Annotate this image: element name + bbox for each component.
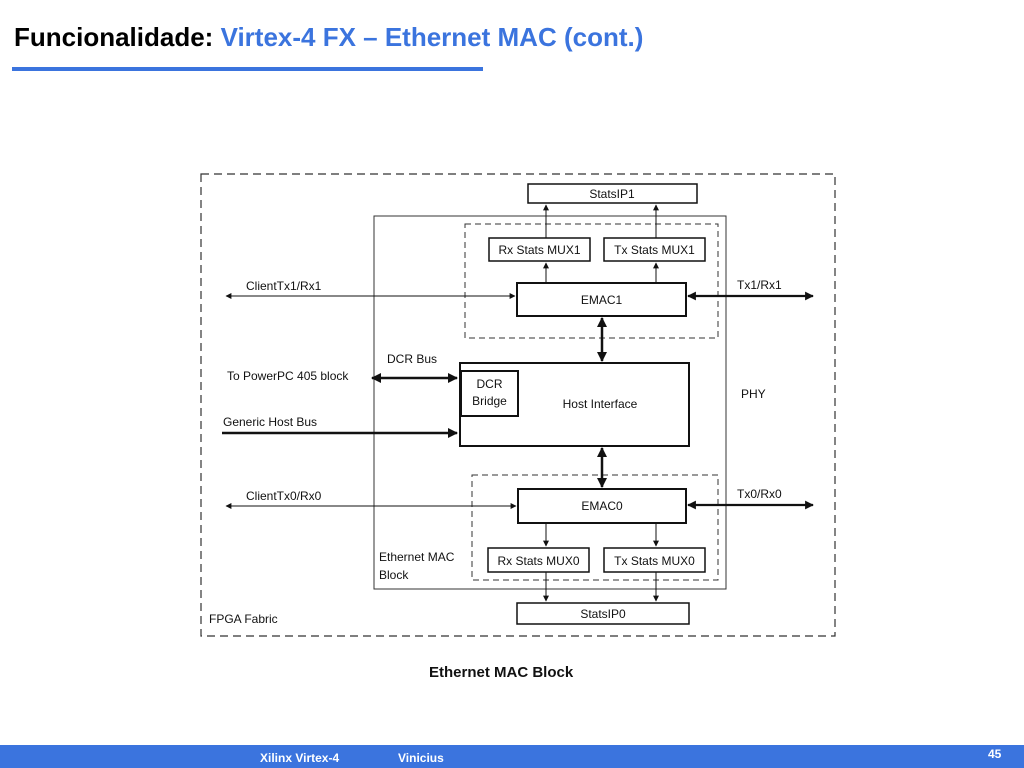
fpga-fabric-label: FPGA Fabric	[209, 612, 278, 626]
rx-stats-mux1-box: Rx Stats MUX1	[488, 237, 591, 262]
ethernet-mac-block-label-line1: Ethernet MAC	[379, 550, 455, 564]
rx-stats-mux0-box: Rx Stats MUX0	[487, 547, 590, 573]
title-underline	[12, 67, 483, 71]
tx-stats-mux0-label: Tx Stats MUX0	[614, 554, 695, 568]
footer-bar: Xilinx Virtex-4 Vinicius 45	[0, 745, 1024, 768]
host-interface-label: Host Interface	[563, 397, 638, 411]
generic-host-bus-label: Generic Host Bus	[223, 415, 317, 429]
phy-label: PHY	[741, 387, 766, 401]
ethernet-mac-block-boundary	[373, 215, 727, 590]
emac1-box: EMAC1	[516, 282, 687, 317]
statsip1-label: StatsIP1	[589, 187, 635, 201]
tx-stats-mux1-box: Tx Stats MUX1	[603, 237, 706, 262]
tx0-rx0-label: Tx0/Rx0	[737, 487, 782, 501]
tx-stats-mux1-label: Tx Stats MUX1	[614, 243, 695, 257]
tx1-rx1-label: Tx1/Rx1	[737, 278, 782, 292]
rx-stats-mux0-label: Rx Stats MUX0	[497, 554, 579, 568]
emac0-group	[471, 474, 719, 581]
emac0-box: EMAC0	[517, 488, 687, 524]
diagram-caption: Ethernet MAC Block	[429, 664, 574, 681]
statsip0-label: StatsIP0	[580, 607, 626, 621]
page-number: 45	[988, 747, 1002, 761]
title-lead: Funcionalidade:	[14, 22, 214, 52]
dcr-bridge-label-line2: Bridge	[472, 394, 507, 408]
emac0-label: EMAC0	[581, 499, 623, 513]
footer-author: Vinicius	[398, 751, 444, 765]
footer-course: Xilinx Virtex-4	[260, 751, 340, 765]
slide-title: Funcionalidade: Virtex-4 FX – Ethernet M…	[14, 22, 643, 53]
emac1-label: EMAC1	[581, 293, 623, 307]
title-topic: Virtex-4 FX – Ethernet MAC (cont.)	[220, 22, 644, 52]
statsip1-box: StatsIP1	[527, 183, 698, 204]
ethernet-mac-block-label-line2: Block	[379, 568, 409, 582]
client-tx0-rx0-label: ClientTx0/Rx0	[246, 489, 322, 503]
to-powerpc-label: To PowerPC 405 block	[227, 369, 349, 383]
dcr-bridge-label-line1: DCR	[477, 377, 503, 391]
fpga-fabric-boundary	[200, 173, 836, 637]
client-tx1-rx1-label: ClientTx1/Rx1	[246, 279, 322, 293]
dcr-bus-label: DCR Bus	[387, 352, 437, 366]
dcr-bridge-box: DCR Bridge	[460, 370, 519, 417]
emac1-group	[464, 223, 719, 339]
statsip0-box: StatsIP0	[516, 602, 690, 625]
tx-stats-mux0-box: Tx Stats MUX0	[603, 547, 706, 573]
rx-stats-mux1-label: Rx Stats MUX1	[498, 243, 580, 257]
